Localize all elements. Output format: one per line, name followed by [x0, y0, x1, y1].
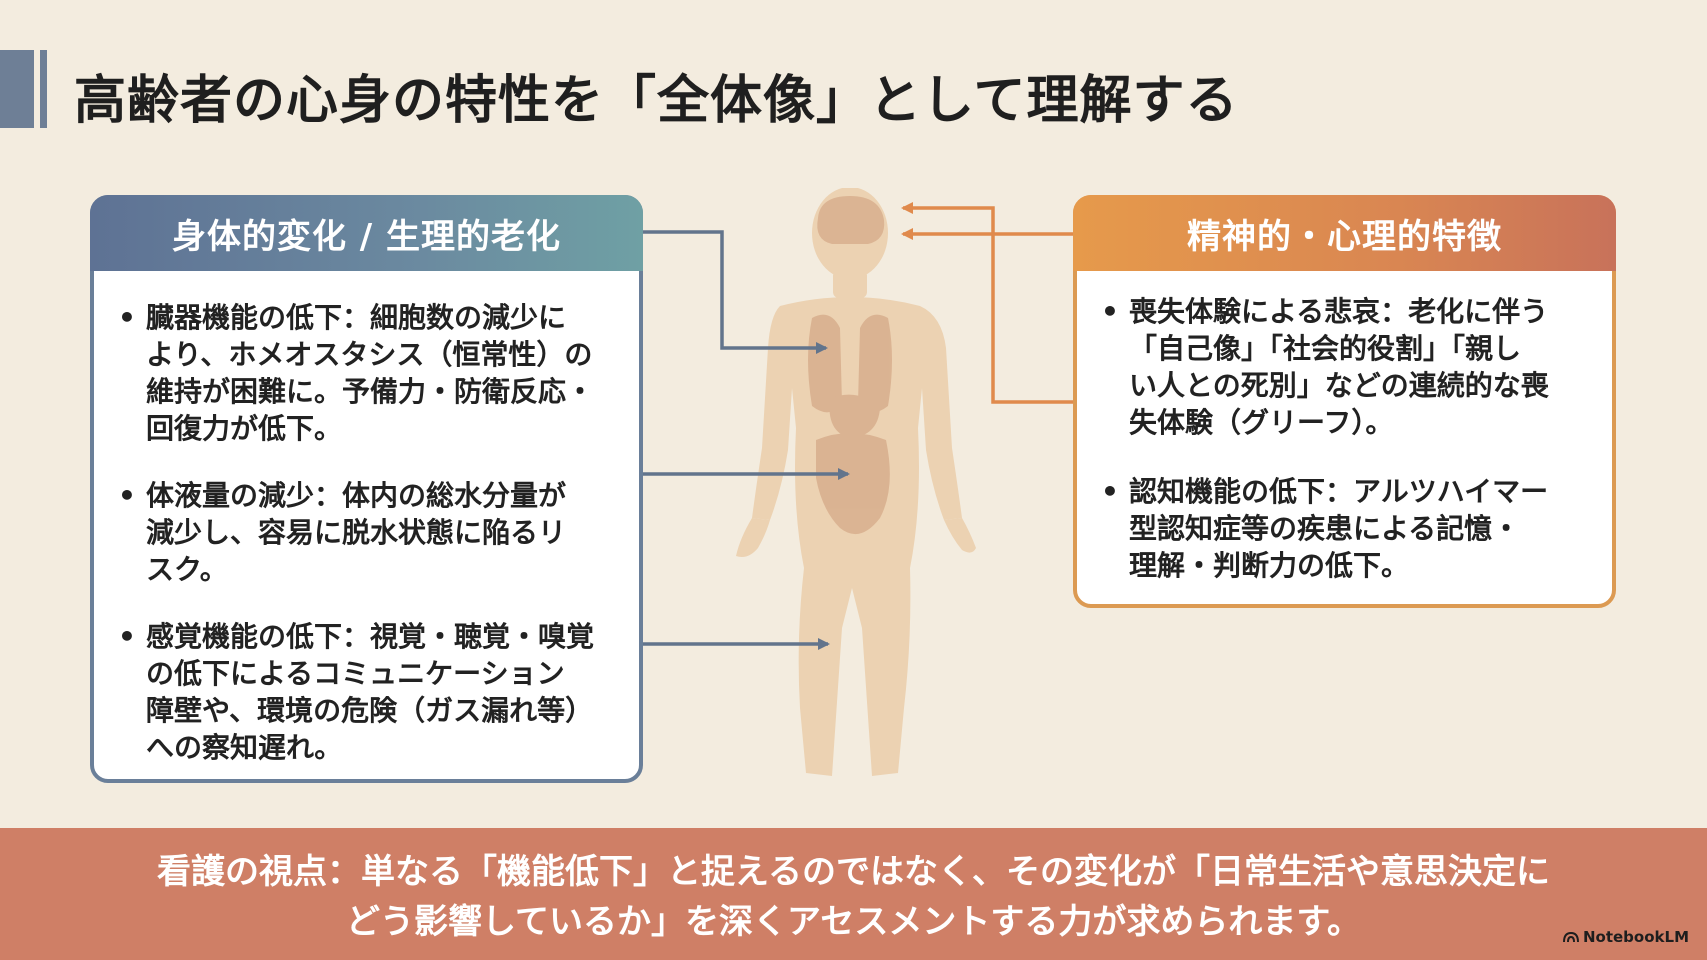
psychological-traits-panel: 精神的・心理的特徴 • 喪失体験による悲哀：老化に伴う「自己像」「社会的役割」「親…	[1073, 195, 1616, 608]
footer-line: 看護の視点：単なる「機能低下」と捉えるのではなく、その変化が「日常生活や意思決定…	[157, 852, 1550, 892]
stomach-icon	[829, 394, 880, 438]
bullet-line: より、ホメオスタシス（恒常性）の	[146, 338, 593, 371]
bullet-line: 感覚機能の低下：視覚・聴覚・嗅覚	[146, 620, 595, 653]
nursing-perspective-text: 看護の視点：単なる「機能低下」と捉えるのではなく、その変化が「日常生活や意思決定…	[0, 847, 1707, 947]
bullet-line: 喪失体験による悲哀：老化に伴う	[1129, 295, 1549, 328]
footer-line: どう影響しているか」を深くアセスメントする力が求められます。	[346, 902, 1361, 942]
bullet-line: 維持が困難に。予備力・防衛反応・	[146, 375, 595, 408]
notebooklm-logo-icon	[1562, 931, 1579, 943]
list-item: • 体液量の減少：体内の総水分量が減少し、容易に脱水状態に陥るリスク。	[118, 477, 621, 588]
title-accent-bar-thin	[40, 50, 47, 128]
intestines-icon	[816, 433, 890, 535]
bullet-line: 回復力が低下。	[146, 412, 343, 445]
bullet-line: スク。	[146, 553, 228, 586]
physical-changes-heading: 身体的変化 / 生理的老化	[90, 195, 643, 271]
bullet-line: 減少し、容易に脱水状態に陥るリ	[146, 516, 567, 549]
title-accent-bar	[0, 50, 34, 128]
brain-icon	[817, 196, 885, 244]
brand-watermark: NotebookLM	[1562, 928, 1689, 946]
bullet-line: い人との死別」などの連続的な喪	[1129, 369, 1549, 402]
physical-changes-panel: 身体的変化 / 生理的老化 • 臓器機能の低下：細胞数の減少により、ホメオスタシス…	[90, 195, 643, 783]
bullet-line: 「自己像」「社会的役割」「親し	[1129, 332, 1522, 365]
right-lung-icon	[858, 314, 892, 413]
neck-shape	[833, 270, 867, 298]
list-item: • 感覚機能の低下：視覚・聴覚・嗅覚の低下によるコミュニケーション障壁や、環境の危…	[118, 618, 621, 766]
physical-changes-list: • 臓器機能の低下：細胞数の減少により、ホメオスタシス（恒常性）の維持が困難に。予…	[118, 299, 621, 766]
right-hand-shape	[944, 518, 976, 553]
bullet-line: 型認知症等の疾患による記憶・	[1129, 512, 1521, 545]
bullet-line: 理解・判断力の低下。	[1129, 549, 1410, 582]
bullet-line: への察知遅れ。	[146, 731, 343, 764]
human-body-illustration	[736, 188, 976, 776]
left-hand-shape	[736, 518, 770, 557]
legs-shape	[798, 568, 911, 776]
list-item: • 喪失体験による悲哀：老化に伴う「自己像」「社会的役割」「親しい人との死別」など…	[1101, 293, 1594, 441]
footer-banner	[0, 828, 1707, 960]
page-title: 高齢者の心身の特性を「全体像」として理解する	[74, 71, 1239, 131]
psychological-traits-list: • 喪失体験による悲哀：老化に伴う「自己像」「社会的役割」「親しい人との死別」など…	[1101, 293, 1594, 584]
bullet-line: 体液量の減少：体内の総水分量が	[146, 479, 567, 512]
bullet-dot: •	[118, 301, 136, 334]
bullet-dot: •	[1101, 295, 1119, 328]
list-item: • 臓器機能の低下：細胞数の減少により、ホメオスタシス（恒常性）の維持が困難に。予…	[118, 299, 621, 447]
bullet-dot: •	[1101, 475, 1119, 508]
bullet-line: の低下によるコミュニケーション	[146, 657, 565, 690]
brand-label: NotebookLM	[1582, 928, 1689, 946]
list-item: • 認知機能の低下：アルツハイマー型認知症等の疾患による記憶・理解・判断力の低下。	[1101, 473, 1594, 584]
bullet-line: 失体験（グリーフ）。	[1129, 406, 1394, 439]
bullet-line: 障壁や、環境の危険（ガス漏れ等）	[146, 694, 594, 727]
bullet-line: 認知機能の低下：アルツハイマー	[1129, 475, 1549, 508]
psychological-traits-heading: 精神的・心理的特徴	[1073, 195, 1616, 271]
bullet-dot: •	[118, 479, 136, 512]
bullet-dot: •	[118, 620, 136, 653]
bullet-line: 臓器機能の低下：細胞数の減少に	[146, 301, 567, 334]
